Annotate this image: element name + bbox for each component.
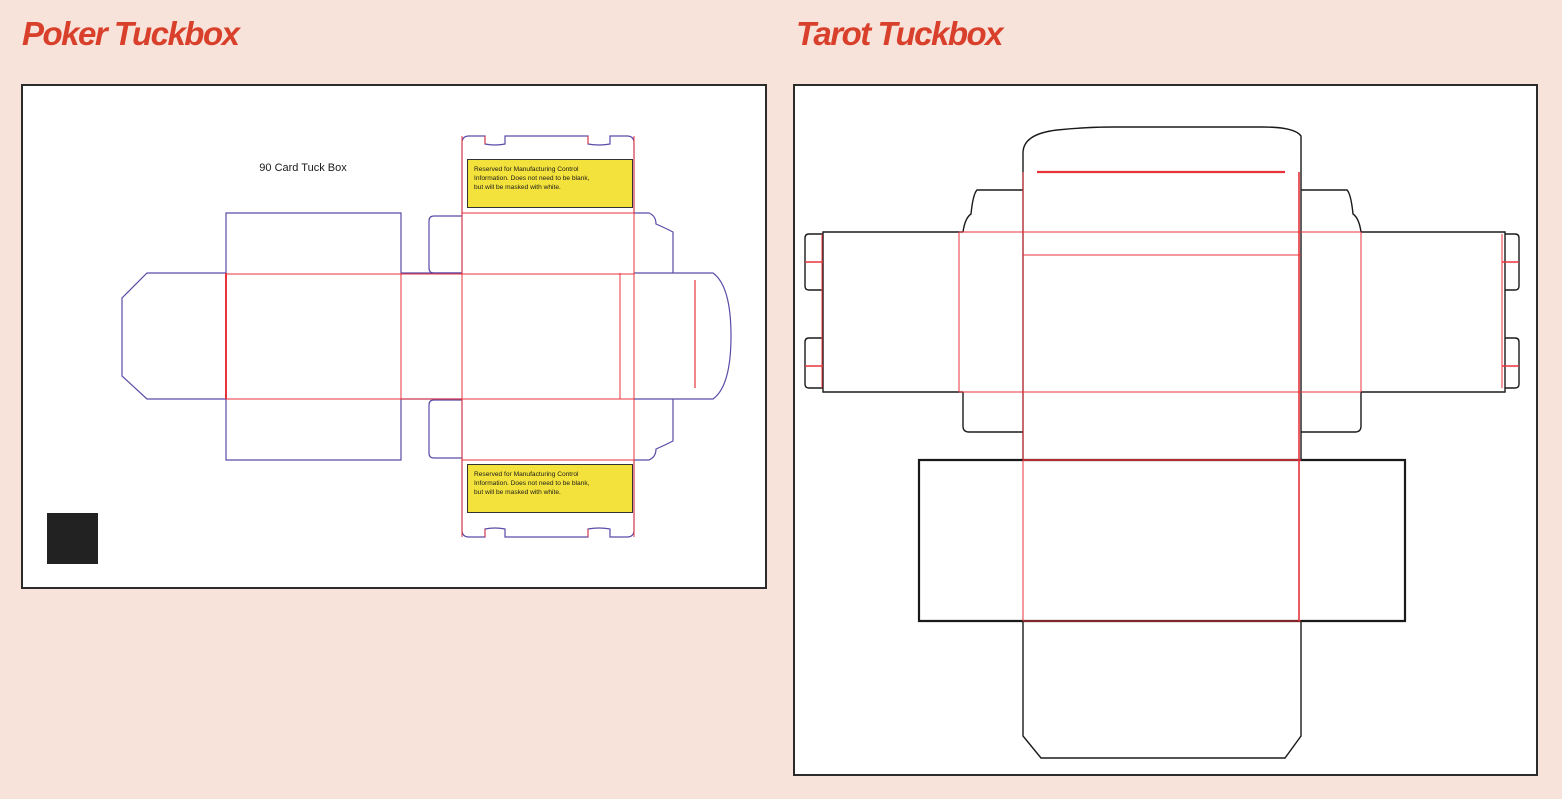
registration-mark — [47, 513, 98, 564]
tarot-center-mid-edges — [1022, 232, 1302, 460]
reserved-note-line: Reserved for Manufacturing Control — [474, 471, 579, 478]
poker-left-tuck-flap — [121, 272, 226, 400]
poker-top-right-dust-flap — [634, 212, 674, 273]
tarot-top-left-dust-flap — [962, 189, 1023, 233]
poker-template-caption: 90 Card Tuck Box — [259, 162, 347, 174]
poker-top-tuck-column — [461, 135, 635, 213]
tarot-tuckbox-panel — [793, 84, 1538, 776]
reserved-note-line: but will be masked with white. — [474, 184, 561, 191]
poker-top-left-dust-flap — [428, 215, 462, 274]
tarot-left-lower-flap — [962, 392, 1023, 433]
tarot-tuckbox-title: Tarot Tuckbox — [796, 15, 1004, 52]
poker-dieline-drawing — [121, 135, 732, 538]
reserved-manufacturing-box-top: Reserved for Manufacturing Control Infor… — [467, 159, 633, 208]
reserved-manufacturing-box-bottom: Reserved for Manufacturing Control Infor… — [467, 464, 633, 513]
poker-bottom-left-dust-flap — [428, 399, 462, 459]
poker-main-top-edge — [401, 272, 462, 400]
reserved-note-line: but will be masked with white. — [474, 489, 561, 496]
poker-bottom-right-dust-flap — [634, 399, 674, 461]
tarot-left-arm — [822, 231, 963, 393]
poker-fold-bottom-horizontal — [226, 398, 634, 461]
tarot-right-lower-flap — [1301, 392, 1362, 433]
tarot-left-tab-lower — [804, 337, 823, 389]
poker-fold-top-horizontal — [226, 212, 634, 275]
poker-top-side-flap — [225, 212, 402, 461]
tarot-dieline-drawing — [804, 126, 1520, 759]
poker-right-rounded-tuck — [698, 272, 732, 400]
poker-bottom-tuck-column — [461, 460, 635, 538]
tarot-right-arm — [1361, 231, 1506, 393]
tarot-center-top-edges — [1022, 172, 1302, 232]
tarot-top-tuck-flap — [1022, 126, 1302, 172]
poker-tuckbox-panel: 90 Card Tuck Box Reserved for Manufactur… — [21, 84, 767, 589]
tarot-fold-tab-ticks — [805, 261, 1519, 367]
reserved-note-line: Information. Does not need to be blank, — [474, 175, 590, 182]
tarot-bottom-wide-panel — [917, 458, 1407, 623]
tarot-right-tab-lower — [1505, 337, 1520, 389]
tarot-top-right-dust-flap — [1301, 189, 1362, 233]
poker-tab-ticks — [484, 136, 589, 537]
poker-right-panel-edge — [634, 272, 698, 400]
poker-tuckbox-title: Poker Tuckbox — [22, 15, 240, 52]
reserved-note-line: Reserved for Manufacturing Control — [474, 166, 579, 173]
tarot-bottom-tuck — [1022, 621, 1302, 759]
reserved-note-line: Information. Does not need to be blank, — [474, 480, 590, 487]
